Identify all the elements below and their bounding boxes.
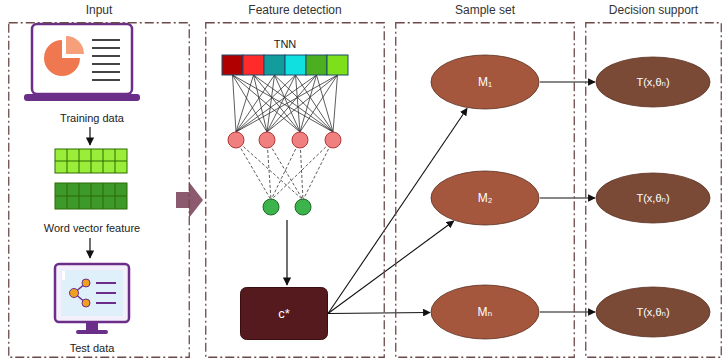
node-label: T(x,θₙ): [636, 192, 669, 205]
neural-network: [222, 55, 348, 215]
flow-arrow: [286, 220, 287, 285]
monitor-icon: [55, 264, 129, 334]
node-label: M₂: [478, 191, 493, 205]
panel-heading: Decision support: [585, 3, 722, 17]
node-label: Mₙ: [478, 305, 493, 319]
icon-caption: Word vector feature: [44, 222, 140, 234]
stage-panel: Sample setM₁M₂Mₙ: [395, 22, 575, 358]
stage-panel: Feature detectionc*: [205, 22, 385, 358]
flow-arrow: [328, 312, 430, 314]
network-name: TNN: [274, 38, 297, 50]
flow-arrow: [540, 311, 595, 312]
laptop-icon: [24, 24, 140, 101]
node-label: T(x,θₙ): [636, 76, 669, 89]
panel-heading: Input: [8, 3, 190, 17]
stage-panel-outline: [8, 22, 190, 358]
icon-caption: Training data: [60, 112, 124, 124]
flow-arrow: [89, 127, 90, 145]
model-ellipse: M₂: [430, 170, 540, 226]
flow-arrow: [540, 197, 595, 198]
model-ellipse: T(x,θₙ): [595, 286, 711, 338]
node-label: T(x,θₙ): [636, 306, 669, 319]
node-label: c*: [278, 306, 290, 321]
model-ellipse: M₁: [430, 54, 540, 110]
model-ellipse: T(x,θₙ): [595, 56, 711, 108]
model-ellipse: Mₙ: [430, 284, 540, 340]
flow-arrow: [89, 238, 90, 258]
flow-arrow: [328, 221, 454, 313]
icon-caption: Test data: [70, 342, 115, 354]
model-ellipse: T(x,θₙ): [595, 172, 711, 224]
flow-arrow: [540, 81, 595, 82]
feature-box: c*: [240, 287, 328, 340]
stage-panel: Input: [8, 22, 190, 358]
stage-panel: Decision supportT(x,θₙ)T(x,θₙ)T(x,θₙ): [585, 22, 722, 358]
node-label: M₁: [478, 75, 492, 89]
panel-heading: Sample set: [395, 3, 575, 17]
word-vector-grid: [55, 149, 127, 209]
panel-heading: Feature detection: [205, 3, 385, 17]
